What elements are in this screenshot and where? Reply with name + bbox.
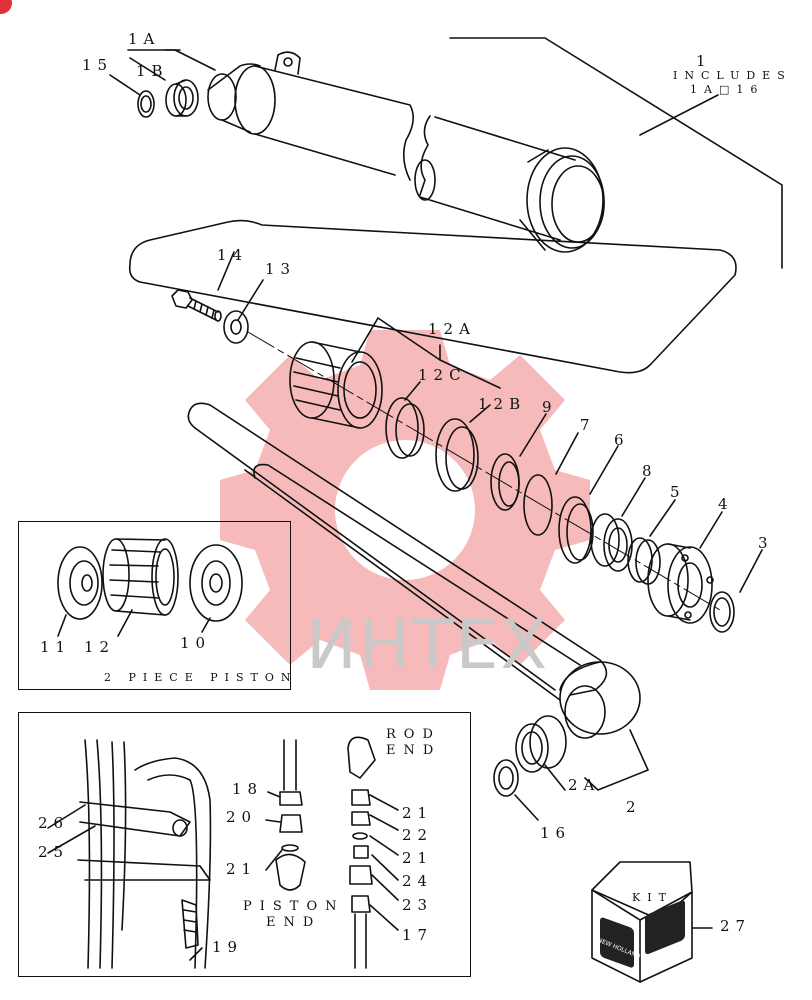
callout-1-range: 1A□16 (690, 83, 765, 96)
bolt-14 (171, 289, 222, 322)
callout-12A: 12A (428, 320, 476, 338)
callout-24: 24 (402, 872, 434, 890)
piston-end-label-2: END (266, 915, 322, 930)
callout-7: 7 (580, 416, 596, 434)
callout-1-includes: INCLUDES (673, 69, 792, 82)
washer-13 (223, 310, 249, 344)
callout-16: 16 (540, 824, 572, 842)
piston-12A (289, 341, 383, 429)
callout-12B: 12B (478, 395, 527, 413)
rod-end-label-2: END (386, 743, 442, 758)
bushing-1B (165, 79, 199, 117)
snap-ring-9 (490, 453, 520, 511)
kit-label: KIT (632, 891, 673, 904)
ring-6 (558, 496, 594, 564)
hose-inset-art (47, 736, 399, 969)
callout-23: 23 (402, 896, 434, 914)
callout-17: 17 (402, 926, 434, 944)
callout-14: 14 (217, 246, 249, 264)
callout-15: 15 (82, 56, 114, 74)
callout-1A: 1A (128, 30, 161, 48)
ring-12C (385, 397, 425, 459)
ring-12B (435, 418, 479, 492)
piston-outline-band (128, 219, 737, 374)
callout-4: 4 (718, 495, 734, 513)
callout-2: 2 (626, 798, 642, 816)
gland-4 (647, 543, 714, 624)
callout-12C: 12C (418, 366, 467, 384)
o-ring-7 (523, 474, 553, 536)
callout-1B: 1B (136, 62, 169, 80)
hose-routing-inset (18, 712, 471, 977)
callout-18: 18 (232, 780, 264, 798)
cylinder-barrel (207, 51, 605, 253)
callout-10: 10 (180, 634, 212, 652)
bushing-8 (590, 513, 633, 572)
callout-11: 11 (40, 638, 72, 656)
rod-end-label-1: ROD (386, 727, 441, 742)
callout-5: 5 (670, 483, 686, 501)
callout-27: 27 (720, 917, 752, 935)
callout-19: 19 (212, 938, 244, 956)
rod-outline (189, 402, 608, 696)
callout-22: 22 (402, 826, 434, 844)
callout-21-rod-lower: 21 (402, 849, 434, 867)
callout-21-piston: 21 (226, 860, 258, 878)
callout-20: 20 (226, 808, 258, 826)
callout-9: 9 (542, 398, 558, 416)
callout-3: 3 (758, 534, 774, 552)
corner-badge (0, 0, 12, 14)
wiper-3 (709, 591, 735, 633)
two-piece-piston-inset (18, 521, 291, 690)
callout-2A: 2A (568, 776, 601, 794)
ring-15 (137, 90, 155, 118)
piston-inset-art (57, 538, 243, 637)
bushing-2A (515, 715, 567, 773)
kit-box-icon (591, 861, 713, 983)
callout-13: 13 (265, 260, 297, 278)
callout-6: 6 (614, 431, 630, 449)
rod-eye-2 (559, 661, 641, 739)
ring-16 (493, 759, 519, 797)
piston-inset-title: 2 PIECE PISTON (104, 671, 298, 684)
callout-12: 12 (84, 638, 116, 656)
callout-25: 25 (38, 843, 70, 861)
callout-8: 8 (642, 462, 658, 480)
watermark-text: ИНТЕХ (306, 606, 550, 685)
piston-end-label-1: PISTON (243, 899, 345, 914)
callout-26: 26 (38, 814, 70, 832)
callout-21-rod-upper: 21 (402, 804, 434, 822)
callout-1: 1 (696, 52, 712, 70)
